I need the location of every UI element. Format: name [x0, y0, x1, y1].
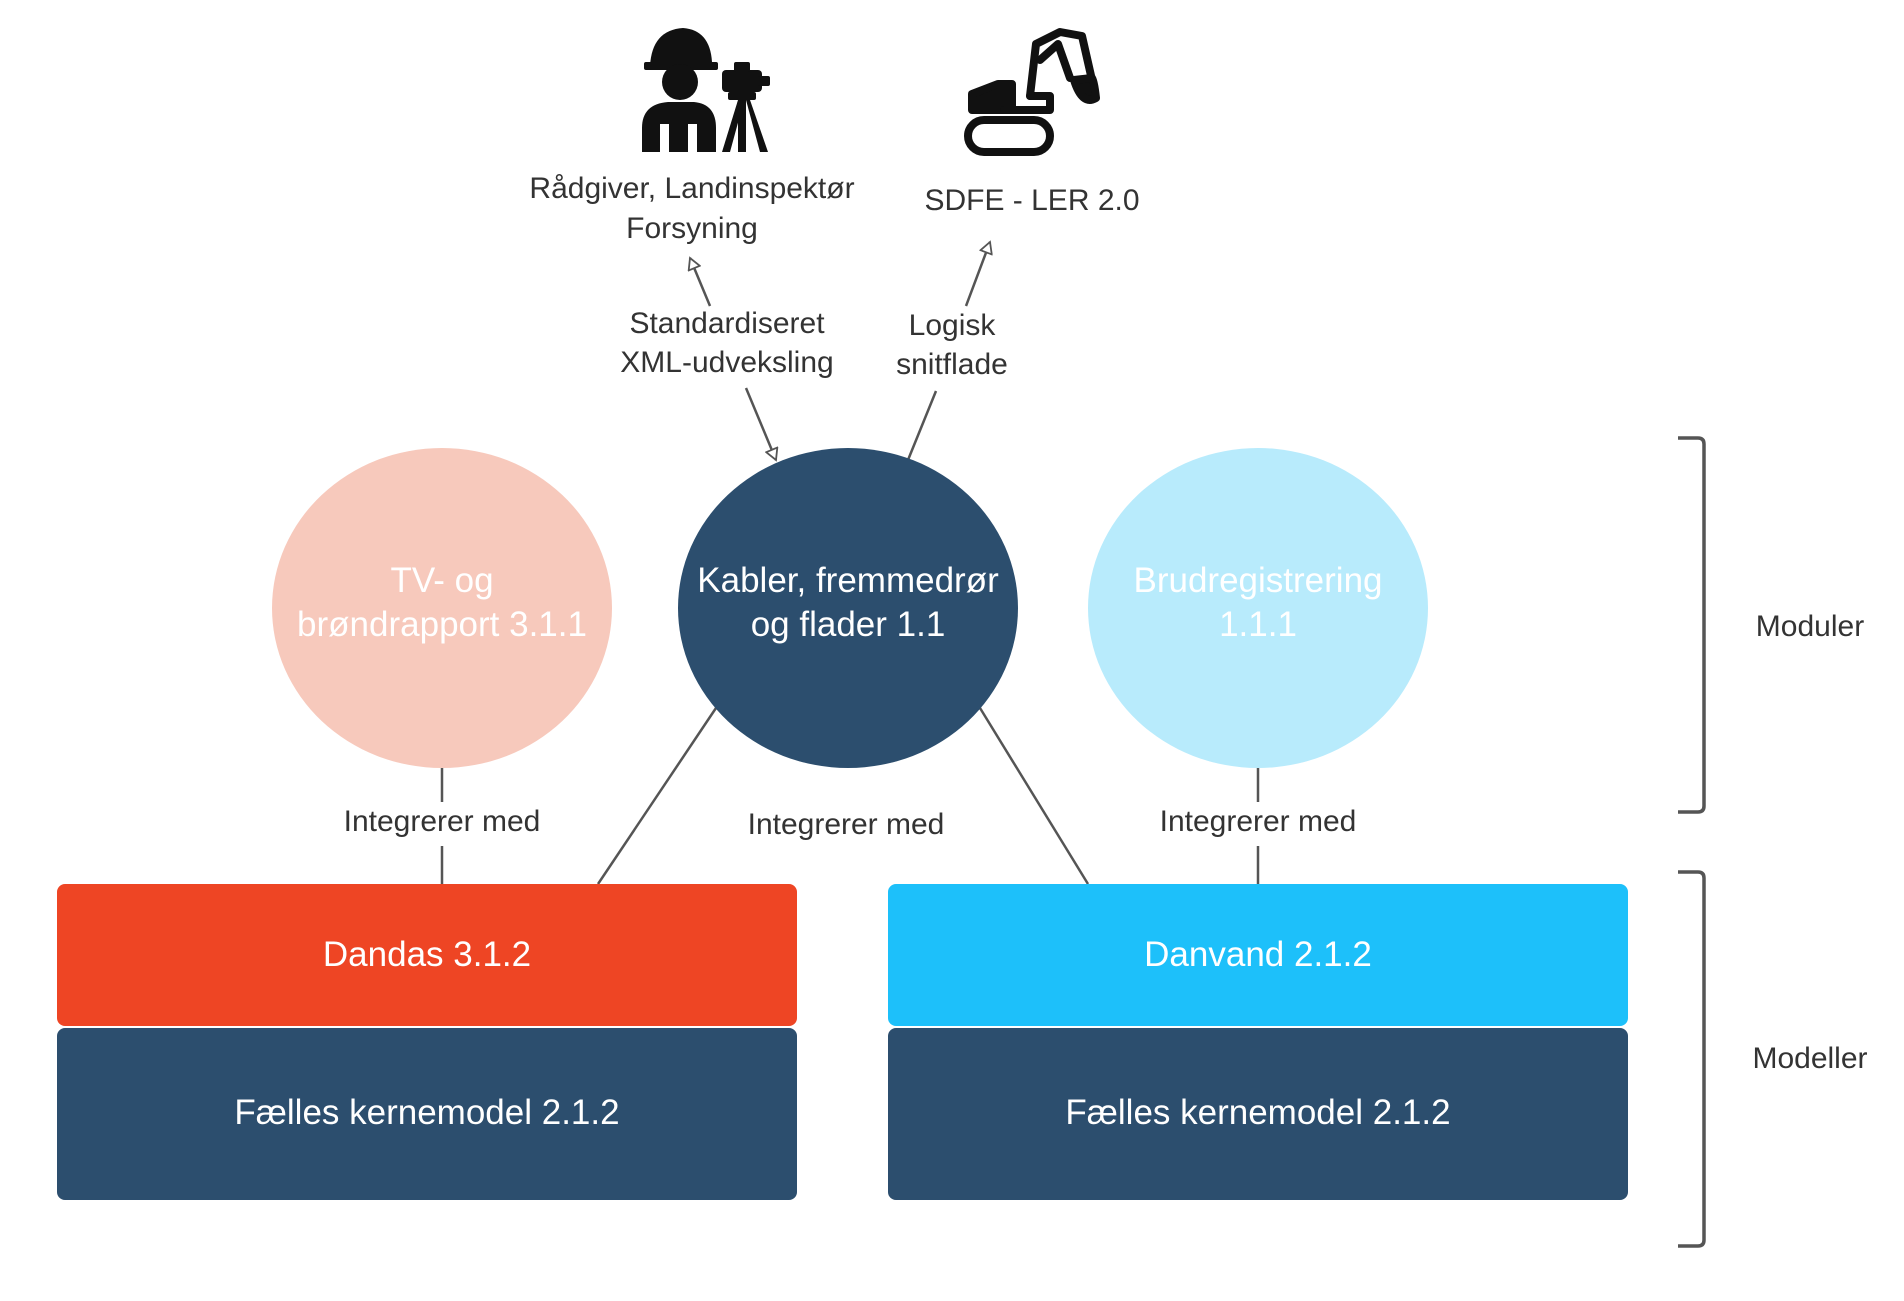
- model-core-right-label: Fælles kernemodel 2.1.2: [1065, 1093, 1450, 1132]
- modules-bracket-label: Moduler: [1756, 610, 1864, 643]
- model-core-left-label: Fælles kernemodel 2.1.2: [234, 1093, 619, 1132]
- logical-interface-label-line2: snitflade: [896, 348, 1008, 381]
- arrow-to-advisor: [690, 258, 712, 307]
- module-brud-line2: 1.1.1: [1219, 605, 1297, 644]
- module-kabler-line1: Kabler, fremmedrør: [697, 561, 999, 600]
- logical-interface-label-line1: Logisk: [909, 309, 997, 342]
- excavator-icon: [964, 28, 1100, 156]
- module-tv-line1: TV- og: [390, 561, 493, 600]
- models-bracket-label: Modeller: [1752, 1042, 1867, 1075]
- integrates-label-right: Integrerer med: [1160, 805, 1357, 838]
- surveyor-with-theodolite-icon: [642, 28, 770, 152]
- sdfe-label: SDFE - LER 2.0: [924, 184, 1139, 217]
- module-tv-circle: TV- og brøndrapport 3.1.1: [272, 448, 612, 768]
- module-brud-line1: Brudregistrering: [1134, 561, 1383, 600]
- model-danvand-label: Danvand 2.1.2: [1144, 935, 1372, 974]
- advisor-label-line1: Rådgiver, Landinspektør: [529, 172, 854, 205]
- arrow-to-sdfe: [964, 242, 990, 307]
- xml-exchange-label-line1: Standardiseret: [629, 307, 825, 340]
- advisor-label-line2: Forsyning: [626, 212, 758, 245]
- module-kabler-circle: Kabler, fremmedrør og flader 1.1: [678, 448, 1018, 768]
- model-dandas-label: Dandas 3.1.2: [323, 935, 531, 974]
- module-brud-circle: Brudregistrering 1.1.1: [1088, 448, 1428, 768]
- models-bracket: [1678, 870, 1706, 1248]
- integrates-label-center: Integrerer med: [748, 808, 945, 841]
- modules-bracket: [1678, 436, 1706, 814]
- model-core-left-box: Fælles kernemodel 2.1.2: [57, 1028, 797, 1200]
- arrow-to-kabler: [744, 387, 776, 460]
- module-tv-line2: brøndrapport 3.1.1: [297, 605, 587, 644]
- model-dandas-box: Dandas 3.1.2: [57, 884, 797, 1026]
- integrates-label-left: Integrerer med: [344, 805, 541, 838]
- xml-exchange-label-line2: XML-udveksling: [620, 346, 833, 379]
- model-core-right-box: Fælles kernemodel 2.1.2: [888, 1028, 1628, 1200]
- model-danvand-box: Danvand 2.1.2: [888, 884, 1628, 1026]
- module-kabler-line2: og flader 1.1: [751, 605, 946, 644]
- line-kabler-to-danvand: [978, 707, 1090, 885]
- line-kabler-to-dandas: [596, 707, 718, 885]
- line-kabler-to-logical: [906, 390, 938, 461]
